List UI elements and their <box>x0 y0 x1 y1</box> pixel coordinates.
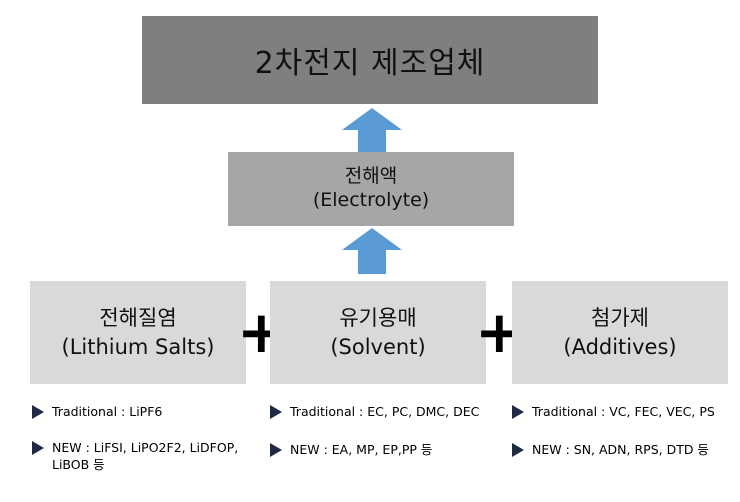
bullet-triangle-icon <box>512 405 524 419</box>
manufacturer-box: 2차전지 제조업체 <box>142 16 598 104</box>
additives-korean-label: 첨가제 <box>591 306 649 331</box>
salts-traditional-item: Traditional : LiPF6 <box>32 404 162 421</box>
bullet-triangle-icon <box>270 405 282 419</box>
solvent-english-label: (Solvent) <box>330 334 426 359</box>
manufacturer-label: 2차전지 제조업체 <box>254 46 486 81</box>
up-arrow-icon <box>342 228 402 274</box>
lithium-salts-box: 전해질염 (Lithium Salts) <box>30 281 246 384</box>
bullet-triangle-icon <box>270 443 282 457</box>
additives-english-label: (Additives) <box>563 334 677 359</box>
up-arrow-icon <box>342 108 402 152</box>
salts-traditional-text: Traditional : LiPF6 <box>52 404 163 419</box>
salts-new-item: NEW : LiFSI, LiPO2F2, LiDFOP, LiBOB 등 <box>32 440 262 474</box>
solvent-korean-label: 유기용매 <box>339 306 417 331</box>
electrolyte-box: 전해액 (Electrolyte) <box>228 152 514 226</box>
lithium-salts-korean-label: 전해질염 <box>99 306 177 331</box>
bullet-triangle-icon <box>512 443 524 457</box>
additives-traditional-item: Traditional : VC, FEC, VEC, PS <box>512 404 715 421</box>
electrolyte-english-label: (Electrolyte) <box>312 189 430 211</box>
additives-new-item: NEW : SN, ADN, RPS, DTD 등 <box>512 442 709 459</box>
lithium-salts-english-label: (Lithium Salts) <box>61 334 215 359</box>
solvent-traditional-item: Traditional : EC, PC, DMC, DEC <box>270 404 479 421</box>
solvent-new-item: NEW : EA, MP, EP,PP 등 <box>270 442 432 459</box>
solvent-traditional-text: Traditional : EC, PC, DMC, DEC <box>290 404 480 419</box>
electrolyte-korean-label: 전해액 <box>344 165 398 188</box>
additives-box: 첨가제 (Additives) <box>512 281 728 384</box>
additives-traditional-text: Traditional : VC, FEC, VEC, PS <box>532 404 715 419</box>
bullet-triangle-icon <box>32 405 44 419</box>
salts-new-text: NEW : LiFSI, LiPO2F2, LiDFOP, LiBOB 등 <box>52 440 239 472</box>
bullet-triangle-icon <box>32 441 44 455</box>
solvent-new-text: NEW : EA, MP, EP,PP 등 <box>290 442 433 457</box>
additives-new-text: NEW : SN, ADN, RPS, DTD 등 <box>532 442 709 457</box>
solvent-box: 유기용매 (Solvent) <box>270 281 486 384</box>
